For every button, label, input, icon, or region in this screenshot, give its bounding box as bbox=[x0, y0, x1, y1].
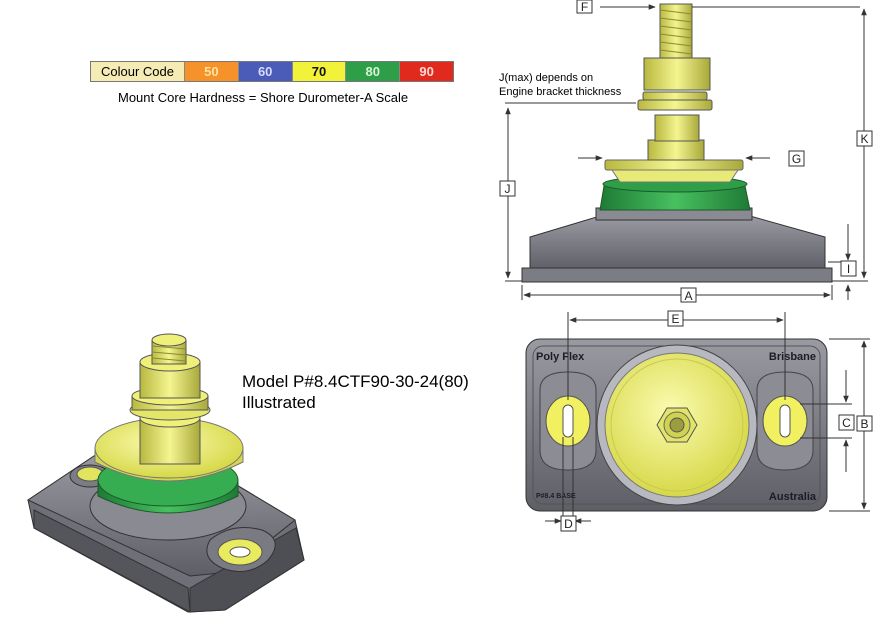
dim-a-box bbox=[680, 287, 697, 303]
model-illustrated: Illustrated bbox=[242, 393, 316, 412]
dim-j-label: J bbox=[505, 182, 511, 196]
j-note-line1: J(max) depends on bbox=[499, 72, 594, 84]
dim-f-label: F bbox=[581, 0, 588, 14]
legend-caption: Mount Core Hardness = Shore Durometer-A … bbox=[118, 90, 409, 105]
dim-j-box bbox=[499, 180, 516, 197]
dim-f-box bbox=[576, 0, 593, 14]
plate-brand: Poly Flex bbox=[536, 351, 585, 363]
dim-a-label: A bbox=[684, 289, 692, 303]
dim-d-box bbox=[560, 515, 577, 532]
dim-k-label: K bbox=[860, 132, 868, 146]
dim-d-label: D bbox=[564, 517, 573, 531]
j-note-line2: Engine bracket thickness bbox=[499, 86, 622, 98]
left-bolt-slot bbox=[562, 404, 574, 438]
dim-e-label: E bbox=[671, 312, 679, 326]
plate-city: Brisbane bbox=[769, 351, 816, 363]
side-top-washer bbox=[604, 159, 744, 171]
dim-i-box bbox=[840, 260, 857, 277]
dim-c-label: C bbox=[842, 416, 851, 430]
isometric-view bbox=[26, 333, 305, 613]
side-base bbox=[529, 215, 826, 271]
legend-item-50: 50 bbox=[185, 62, 239, 81]
plan-view: Poly Flex Brisbane Australia P#8.4 BASE … bbox=[525, 310, 873, 532]
legend-item-70: 70 bbox=[292, 62, 347, 81]
plate-country: Australia bbox=[769, 491, 817, 503]
legend-item-90: 90 bbox=[400, 62, 453, 81]
side-upper-nut bbox=[643, 57, 711, 91]
legend-item-60: 60 bbox=[238, 62, 293, 81]
j-max-note: J(max) depends on Engine bracket thickne… bbox=[499, 71, 621, 99]
dim-e-box bbox=[667, 310, 684, 327]
legend-item-80: 80 bbox=[346, 62, 401, 81]
dim-k-box bbox=[856, 130, 873, 147]
legend-label: Colour Code bbox=[91, 62, 185, 81]
dim-c-box bbox=[838, 414, 855, 431]
plate-part: P#8.4 BASE bbox=[536, 493, 576, 500]
side-lower-nut bbox=[647, 139, 705, 161]
right-bolt-slot bbox=[779, 404, 791, 438]
dim-g-box bbox=[788, 150, 805, 167]
colour-code-legend: Colour Code 50 60 70 80 90 bbox=[90, 61, 454, 82]
dim-i-label: I bbox=[847, 262, 850, 276]
model-label: Model P#8.4CTF90-30-24(80) Illustrated bbox=[242, 371, 469, 413]
dim-b-label: B bbox=[860, 417, 868, 431]
dim-g-label: G bbox=[792, 152, 801, 166]
side-washer bbox=[637, 99, 713, 111]
model-number: Model P#8.4CTF90-30-24(80) bbox=[242, 372, 469, 391]
side-base-foot bbox=[521, 267, 833, 283]
side-elevation-view: F K J G I A bbox=[499, 0, 873, 303]
dim-b-box bbox=[856, 415, 873, 432]
